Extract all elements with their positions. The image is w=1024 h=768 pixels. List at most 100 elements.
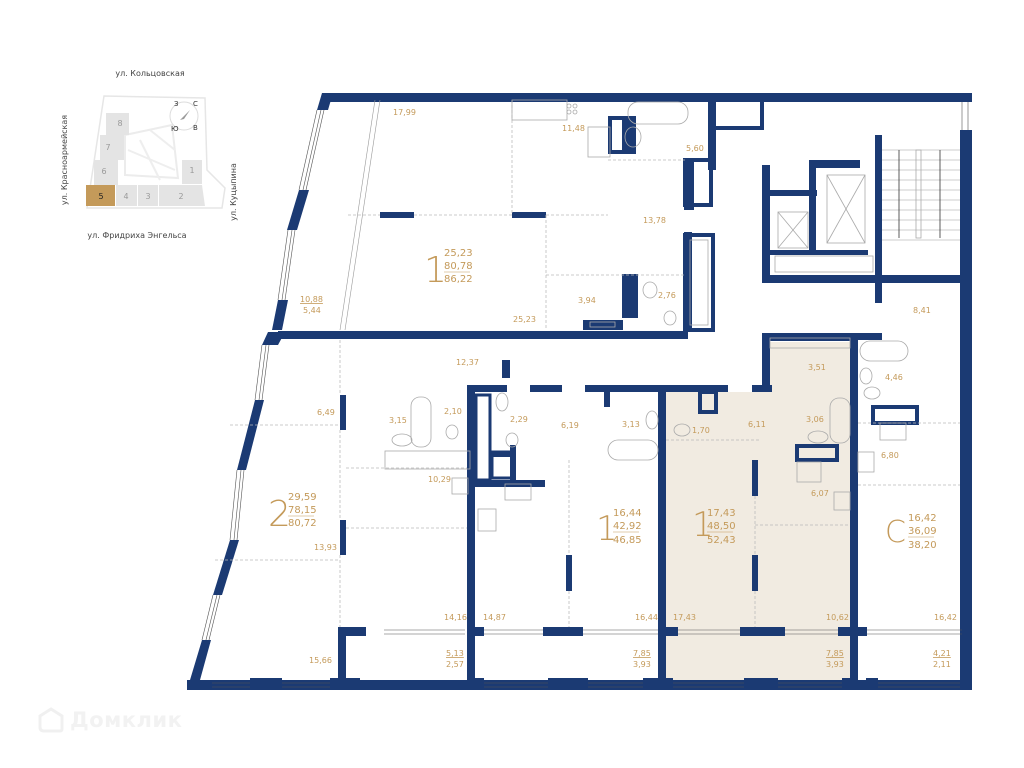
room-area: 11,48 (562, 124, 585, 133)
living-area: 29,59 (288, 492, 317, 503)
minimap-block-8[interactable]: 8 (106, 113, 129, 135)
svg-text:2: 2 (178, 192, 183, 201)
total-area: 80,78 (444, 261, 473, 272)
room-count: 1 (596, 509, 618, 549)
room-area: 8,41 (913, 306, 931, 315)
apartment-summary-selected[interactable]: 1 17,43 48,50 52,43 (692, 505, 736, 546)
balcony-area: 10,88 (300, 295, 323, 304)
minimap-block-4[interactable]: 4 (116, 185, 137, 206)
room-area: 17,43 (673, 613, 696, 622)
balcony-area: 7,85 (633, 649, 651, 658)
compass-icon: З С Ю В (169, 100, 199, 133)
apartment-summary-studio[interactable]: С 16,42 36,09 38,20 (885, 513, 937, 551)
total-area-balcony: 80,72 (288, 518, 317, 529)
balcony-reduced: 2,57 (446, 660, 464, 669)
room-count: С (885, 515, 906, 550)
domclick-logo-icon (38, 707, 64, 733)
living-area: 17,43 (707, 508, 736, 519)
room-area: 15,66 (309, 656, 332, 665)
total-area-balcony: 52,43 (707, 535, 736, 546)
selected-apartment-area[interactable] (666, 342, 853, 690)
minimap: ул. Кольцовская ул. Красноармейская ул. … (60, 69, 238, 240)
room-area: 2,10 (444, 407, 462, 416)
total-area: 48,50 (707, 521, 736, 532)
street-right: ул. Куцыпина (229, 163, 238, 221)
svg-text:1: 1 (189, 166, 194, 175)
room-area: 6,19 (561, 421, 579, 430)
svg-text:3: 3 (145, 192, 150, 201)
svg-text:8: 8 (117, 119, 122, 128)
walls (187, 93, 972, 690)
balcony-area: 4,21 (933, 649, 951, 658)
room-area: 6,11 (748, 420, 766, 429)
balcony-reduced: 5,44 (303, 306, 321, 315)
room-area: 4,46 (885, 373, 903, 382)
room-area: 13,78 (643, 216, 666, 225)
minimap-block-5[interactable]: 5 (86, 185, 115, 206)
balcony-area: 7,85 (826, 649, 844, 658)
living-area: 16,44 (613, 508, 642, 519)
svg-text:7: 7 (105, 143, 110, 152)
watermark: Домклик (38, 707, 182, 733)
apartment-summary-2room[interactable]: 2 29,59 78,15 80,72 (268, 492, 317, 535)
room-area: 3,15 (389, 416, 407, 425)
total-area-balcony: 38,20 (908, 540, 937, 551)
room-area: 25,23 (513, 315, 536, 324)
room-area: 17,99 (393, 108, 416, 117)
room-area: 14,87 (483, 613, 506, 622)
svg-text:В: В (193, 124, 198, 132)
minimap-block-6[interactable]: 6 (94, 160, 118, 185)
room-area: 6,80 (881, 451, 899, 460)
minimap-block-1[interactable]: 1 (182, 160, 202, 184)
room-area: 16,44 (635, 613, 658, 622)
svg-text:5: 5 (98, 192, 103, 201)
room-area: 2,29 (510, 415, 528, 424)
room-area: 3,94 (578, 296, 596, 305)
room-count: 2 (268, 494, 291, 535)
svg-text:6: 6 (101, 167, 106, 176)
room-area: 3,06 (806, 415, 824, 424)
street-top: ул. Кольцовская (115, 69, 185, 78)
svg-text:4: 4 (123, 192, 128, 201)
living-area: 16,42 (908, 513, 937, 524)
room-area: 16,42 (934, 613, 957, 622)
room-area: 12,37 (456, 358, 479, 367)
room-area: 6,07 (811, 489, 829, 498)
room-area: 10,29 (428, 475, 451, 484)
minimap-block-2[interactable]: 2 (159, 185, 205, 206)
room-count: 1 (424, 250, 447, 291)
balcony-reduced: 3,93 (826, 660, 844, 669)
apartment-summary-mid[interactable]: 1 16,44 42,92 46,85 (596, 508, 642, 549)
room-labels: 17,99 11,48 5,60 13,78 3,94 2,76 25,23 1… (300, 108, 957, 669)
total-area: 42,92 (613, 521, 642, 532)
total-area-balcony: 46,85 (613, 535, 642, 546)
watermark-text: Домклик (70, 708, 183, 732)
balcony-reduced: 3,93 (633, 660, 651, 669)
room-area: 10,62 (826, 613, 849, 622)
street-left: ул. Красноармейская (60, 115, 69, 205)
room-area: 6,49 (317, 408, 335, 417)
total-area: 36,09 (908, 526, 937, 537)
svg-text:З: З (174, 100, 179, 108)
minimap-block-7[interactable]: 7 (100, 135, 124, 160)
svg-text:С: С (193, 100, 198, 108)
living-area: 25,23 (444, 248, 473, 259)
total-area-balcony: 86,22 (444, 274, 473, 285)
total-area: 78,15 (288, 505, 317, 516)
fixtures (384, 99, 960, 532)
room-area: 13,93 (314, 543, 337, 552)
street-bottom: ул. Фридриха Энгельса (87, 231, 186, 240)
room-count: 1 (692, 505, 714, 545)
minimap-block-3[interactable]: 3 (138, 185, 158, 206)
room-area: 5,60 (686, 144, 704, 153)
zone-lines (215, 100, 960, 627)
balcony-area: 5,13 (446, 649, 464, 658)
svg-text:Ю: Ю (171, 125, 179, 133)
room-area: 1,70 (692, 426, 710, 435)
apartment-summary-top[interactable]: 1 25,23 80,78 86,22 (424, 248, 473, 291)
balcony-reduced: 2,11 (933, 660, 951, 669)
room-area: 2,76 (658, 291, 676, 300)
windows (201, 99, 969, 688)
room-area: 14,16 (444, 613, 467, 622)
